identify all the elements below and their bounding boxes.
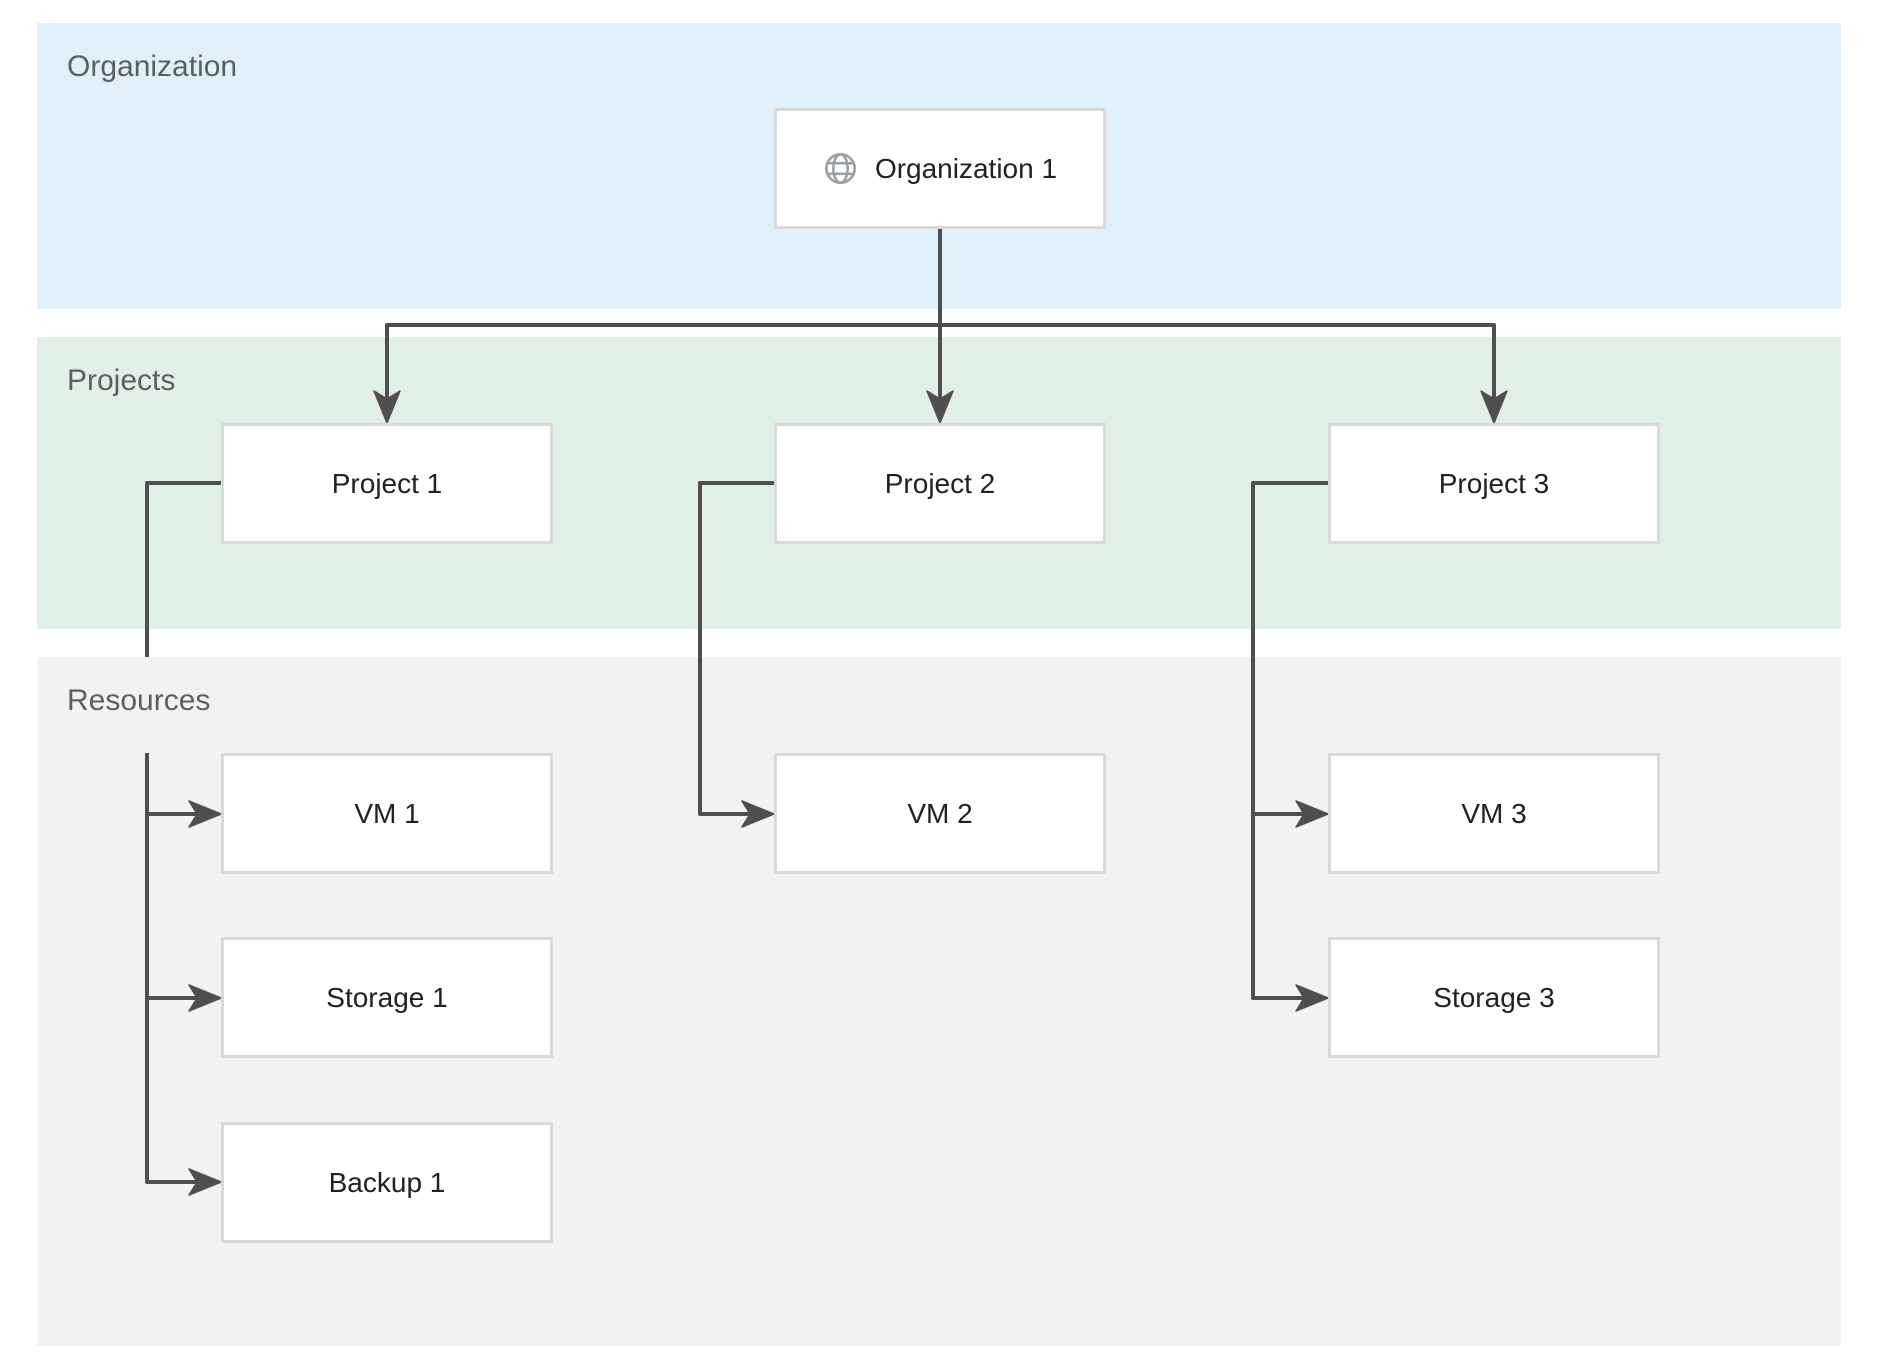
node-storage1: Storage 1 [221,937,553,1058]
node-vm2-label: VM 2 [907,797,973,829]
node-backup1: Backup 1 [221,1122,553,1243]
node-project2: Project 2 [774,423,1106,544]
zone-resources-label: Resources [67,684,211,717]
node-storage3: Storage 3 [1328,937,1660,1058]
node-project3-label: Project 3 [1438,467,1550,499]
node-organization1-label: Organization 1 [874,152,1058,184]
node-vm2: VM 2 [774,753,1106,874]
node-project2-label: Project 2 [884,467,996,499]
node-project3: Project 3 [1328,423,1660,544]
zone-projects-label: Projects [67,364,176,397]
zone-organization-label: Organization [67,50,238,83]
node-storage3-label: Storage 3 [1433,981,1555,1013]
node-backup1-label: Backup 1 [328,1166,446,1198]
node-vm3: VM 3 [1328,753,1660,874]
connector-project1-to-resources [145,481,222,1196]
node-project1-label: Project 1 [331,467,443,499]
node-vm1-label: VM 1 [354,797,420,829]
node-organization1: Organization 1 [774,108,1106,229]
node-vm3-label: VM 3 [1461,797,1527,829]
connector-project2-to-resources [698,481,775,828]
connector-project3-to-resources [1251,481,1329,1012]
node-vm1: VM 1 [221,753,553,874]
globe-icon [824,152,856,185]
node-storage1-label: Storage 1 [326,981,448,1013]
node-project1: Project 1 [221,423,553,544]
connector-organization-to-projects [373,228,1508,424]
